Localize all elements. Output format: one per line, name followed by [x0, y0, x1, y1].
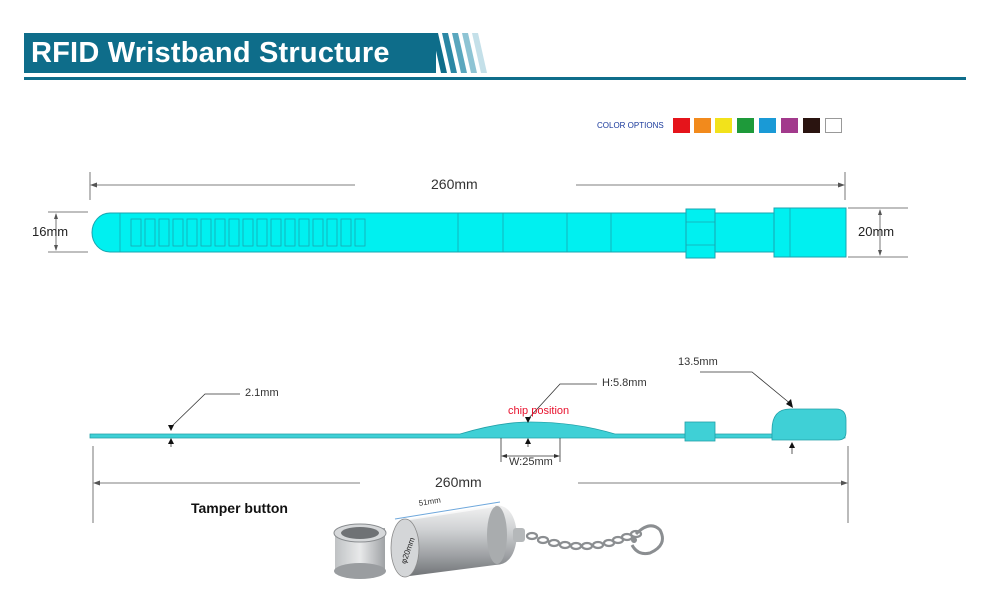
color-swatch-white — [825, 118, 842, 133]
color-swatch-blue — [759, 118, 776, 133]
wristband-top-view — [91, 207, 847, 259]
color-swatch-red — [673, 118, 690, 133]
page-title: RFID Wristband Structure — [31, 37, 390, 69]
color-swatch-orange — [694, 118, 711, 133]
chip-height-leader — [527, 383, 597, 420]
chip-width-dimension — [500, 438, 561, 462]
color-swatch-black — [803, 118, 820, 133]
title-banner — [24, 33, 436, 73]
left-height-label: 16mm — [32, 224, 69, 239]
thickness-leader — [170, 393, 240, 447]
tamper-button-label: Tamper button — [191, 500, 288, 516]
chip-position-label: chip position — [508, 405, 570, 417]
wristband-side-view — [89, 408, 847, 442]
buckle-height-label: 13.5mm — [678, 356, 718, 368]
color-options-label: COLOR OPTIONS — [597, 121, 664, 130]
color-swatch-purple — [781, 118, 798, 133]
right-height-dimension — [848, 207, 908, 258]
bottom-length-label: 260mm — [435, 474, 482, 490]
chip-width-label: W:25mm — [509, 456, 553, 468]
thickness-label: 2.1mm — [245, 387, 279, 399]
left-height-dimension — [48, 211, 88, 253]
top-length-label: 260mm — [431, 176, 478, 192]
buckle-leader — [700, 371, 793, 406]
tamper-button-image — [333, 501, 664, 579]
color-swatch-green — [737, 118, 754, 133]
chip-height-label: H:5.8mm — [602, 377, 647, 389]
right-height-label: 20mm — [858, 224, 895, 239]
color-swatch-yellow — [715, 118, 732, 133]
top-length-dimension — [89, 172, 846, 200]
title-stripes-decoration — [432, 33, 487, 73]
title-underline — [24, 77, 966, 80]
bottom-length-dimension — [92, 446, 849, 523]
